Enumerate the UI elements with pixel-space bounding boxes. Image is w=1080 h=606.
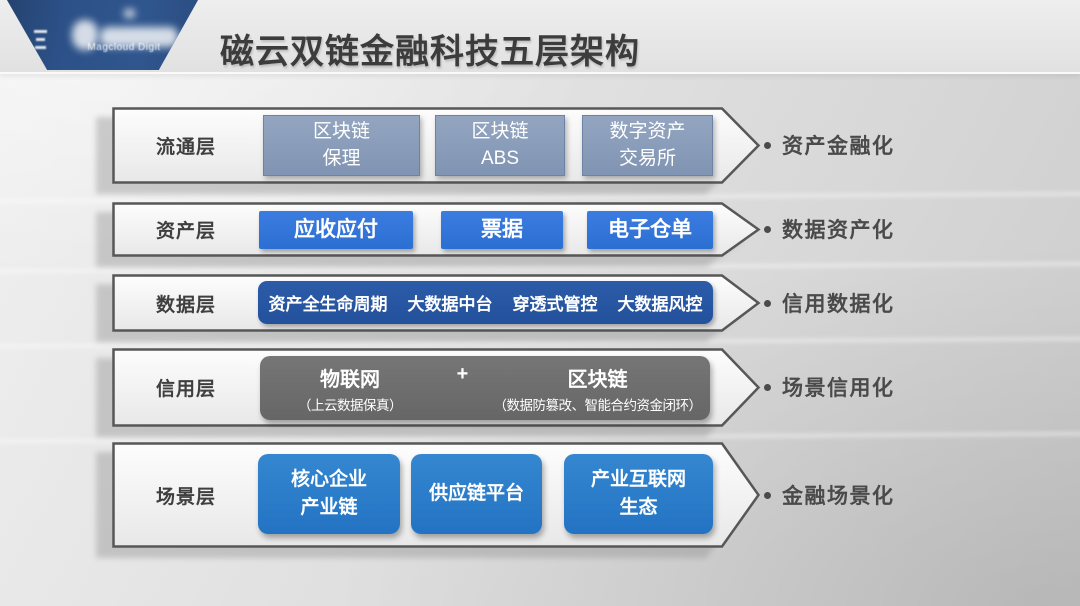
bullet-dot-icon <box>764 491 771 499</box>
credit-sub-right: （数据防篡改、智能合约资金闭环） <box>493 397 703 413</box>
box-line: 生态 <box>619 497 658 518</box>
layer-row-asset: 资产层 应收应付 票据 电子仓单 <box>96 202 761 267</box>
outcome-label: 数据资产化 <box>782 219 895 242</box>
plus-sign: + <box>456 362 469 385</box>
layer-row-circulation: 流通层 区块链 保理 区块链 ABS 数字资产 交易所 <box>96 107 761 194</box>
box-line: 数字资产 <box>609 120 686 142</box>
outcome-scenario: 金融场景化 <box>764 480 895 510</box>
box-line: 核心企业 <box>290 468 367 490</box>
layer-label: 流通层 <box>155 137 216 158</box>
outcome-asset: 数据资产化 <box>764 214 895 244</box>
credit-tech-right: 区块链 <box>567 368 628 391</box>
outcome-data: 信用数据化 <box>764 288 895 318</box>
box-line: 票据 <box>481 218 523 242</box>
outcome-label: 场景信用化 <box>782 377 895 400</box>
feature-box: 票据 <box>441 211 563 249</box>
box-line: 产业链 <box>300 497 358 518</box>
box-line: 供应链平台 <box>428 482 524 504</box>
feature-box: 核心企业 产业链 <box>258 454 400 534</box>
outcome-credit: 场景信用化 <box>764 372 895 402</box>
credit-layer-band: 物联网 + 区块链 （上云数据保真） （数据防篡改、智能合约资金闭环） <box>260 356 710 420</box>
credit-sub-spacer <box>440 394 485 414</box>
credit-tech-left: 物联网 <box>320 368 380 391</box>
logo-text: Magcloud Digit <box>87 42 161 53</box>
feature-box: 产业互联网 生态 <box>564 454 713 534</box>
box-line: 保理 <box>322 147 361 169</box>
box-line: 电子仓单 <box>608 218 692 242</box>
page-title: 磁云双链金融科技五层架构 <box>220 33 640 71</box>
logo-mark <box>72 20 98 50</box>
bullet-dot-icon <box>764 383 771 391</box>
layer-label: 场景层 <box>155 486 216 508</box>
feature-box: 区块链 保理 <box>263 115 420 176</box>
feature-box: 区块链 ABS <box>435 115 565 176</box>
box-line: 交易所 <box>618 147 676 169</box>
outcome-label: 资产金融化 <box>782 135 895 158</box>
logo-mark <box>100 27 178 47</box>
logo-mark <box>36 38 45 41</box>
box-line: 应收应付 <box>294 218 378 242</box>
band-item: 大数据中台 <box>407 295 493 314</box>
feature-box: 供应链平台 <box>411 454 542 534</box>
box-line: ABS <box>480 147 520 169</box>
logo-mark <box>124 9 135 18</box>
box-line: 区块链 <box>471 120 529 142</box>
layer-row-scenario: 场景层 核心企业 产业链 供应链平台 产业互联网 生态 <box>96 442 761 558</box>
band-item: 大数据风控 <box>617 295 703 314</box>
band-item: 资产全生命周期 <box>268 295 388 314</box>
band-item: 穿透式管控 <box>512 295 598 314</box>
bullet-dot-icon <box>764 141 771 149</box>
feature-box: 数字资产 交易所 <box>582 115 713 176</box>
bullet-dot-icon <box>764 225 771 233</box>
logo-mark <box>34 30 47 33</box>
outcome-label: 信用数据化 <box>782 293 895 316</box>
layer-row-credit: 信用层 物联网 + 区块链 （上云数据保真） （数据防篡改、智能合约资金闭环） <box>96 348 761 437</box>
layer-label: 数据层 <box>155 294 216 316</box>
data-layer-band: 资产全生命周期 大数据中台 穿透式管控 大数据风控 <box>258 281 713 324</box>
bullet-dot-icon <box>764 299 771 307</box>
logo-mark <box>35 46 46 49</box>
box-line: 产业互联网 <box>590 468 686 490</box>
feature-box: 应收应付 <box>259 211 413 249</box>
outcome-label: 金融场景化 <box>782 485 895 508</box>
box-line: 区块链 <box>312 120 370 142</box>
feature-box: 电子仓单 <box>587 211 713 249</box>
layer-label: 资产层 <box>155 221 216 242</box>
layer-label: 信用层 <box>155 379 216 400</box>
credit-sub-left: （上云数据保真） <box>298 397 403 413</box>
layer-row-data: 数据层 资产全生命周期 大数据中台 穿透式管控 大数据风控 <box>96 274 761 342</box>
outcome-circulation: 资产金融化 <box>764 130 895 160</box>
